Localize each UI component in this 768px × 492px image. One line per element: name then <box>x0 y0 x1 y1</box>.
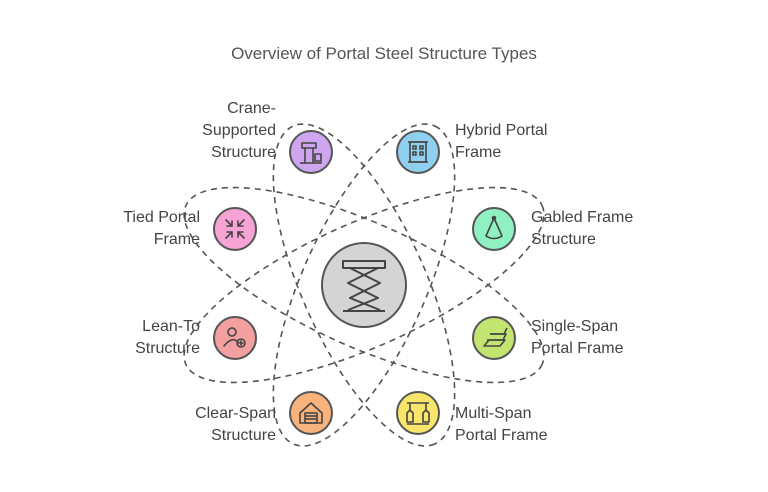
node-multi-span <box>396 391 440 435</box>
label-line: Structure <box>531 231 596 248</box>
label-line: Frame <box>153 231 200 248</box>
label-line: Lean-To <box>142 318 200 335</box>
node-circle <box>396 130 440 174</box>
orbit-ellipse <box>272 123 456 447</box>
node-hybrid-portal <box>396 130 440 174</box>
user-add-icon <box>223 327 246 348</box>
label-line: Portal Frame <box>455 427 548 444</box>
label-line: Gabled Frame <box>531 209 634 226</box>
node-lean-to <box>213 316 257 360</box>
warehouse-icon <box>299 402 323 424</box>
label-line: Single-Span <box>531 318 619 335</box>
label-hybrid-portal: Hybrid Portal Frame <box>455 120 547 164</box>
label-tied-portal: Tied Portal Frame <box>123 207 200 251</box>
node-circle <box>213 207 257 251</box>
label-line: Crane- <box>227 100 276 117</box>
node-clear-span <box>289 391 333 435</box>
diagram-title: Overview of Portal Steel Structure Types <box>231 44 537 63</box>
label-line: Frame <box>455 144 502 161</box>
node-circle <box>472 316 516 360</box>
label-clear-span: Clear-Span Structure <box>195 403 276 447</box>
label-line: Supported <box>202 122 276 139</box>
node-crane-supported <box>289 130 333 174</box>
arrows-inward-icon <box>225 219 245 239</box>
label-line: Portal Frame <box>531 340 624 357</box>
node-circle <box>472 207 516 251</box>
node-tied-portal <box>213 207 257 251</box>
label-multi-span: Multi-Span Portal Frame <box>455 403 547 447</box>
label-line: Hybrid Portal <box>455 122 548 139</box>
node-single-span <box>472 316 516 360</box>
label-gabled-frame: Gabled Frame Structure <box>531 207 633 251</box>
label-line: Structure <box>211 427 276 444</box>
node-circle <box>396 391 440 435</box>
center-hub <box>321 242 407 328</box>
label-single-span: Single-Span Portal Frame <box>531 316 623 360</box>
node-gabled-frame <box>472 207 516 251</box>
crane-icon <box>300 142 322 164</box>
label-line: Multi-Span <box>455 405 532 422</box>
building-icon <box>408 141 428 163</box>
cone-icon <box>485 215 503 240</box>
layers-icon <box>483 327 508 347</box>
label-lean-to: Lean-To Structure <box>135 316 200 360</box>
node-circle <box>289 130 333 174</box>
center-hub-circle <box>321 242 407 328</box>
label-line: Structure <box>211 144 276 161</box>
orbit-ellipse <box>183 186 545 384</box>
label-line: Tied Portal <box>123 209 200 226</box>
label-line: Clear-Span <box>195 405 276 422</box>
scissor-lift-icon <box>342 260 386 312</box>
pillars-icon <box>406 402 430 425</box>
orbit-ellipse <box>272 123 456 447</box>
label-crane-supported: Crane- Supported Structure <box>202 98 276 164</box>
node-circle <box>213 316 257 360</box>
orbit-ellipse <box>183 186 545 384</box>
label-line: Structure <box>135 340 200 357</box>
